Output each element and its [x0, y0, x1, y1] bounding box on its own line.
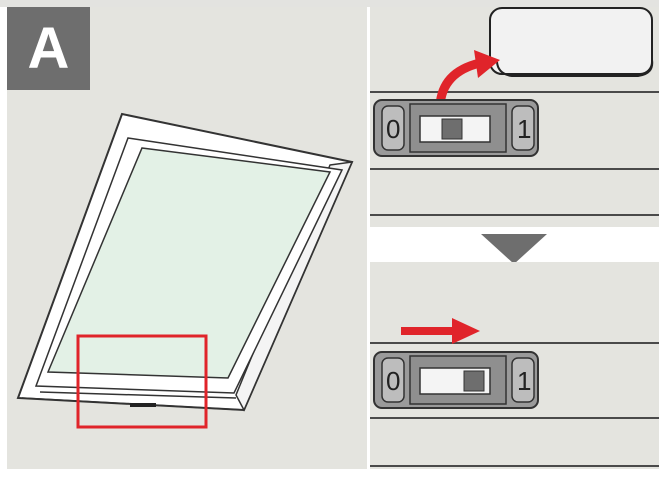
highlight-box — [76, 334, 208, 429]
divider-line — [370, 214, 659, 216]
divider-line — [370, 168, 659, 170]
switch-off-label: 0 — [386, 114, 401, 144]
divider-line — [370, 465, 659, 467]
down-triangle-icon — [481, 234, 547, 264]
switch-on-label: 1 — [517, 366, 532, 396]
switch-on-label: 1 — [517, 114, 532, 144]
switch-knob — [463, 370, 485, 392]
top-strip — [0, 0, 659, 7]
step-badge: A — [7, 7, 90, 90]
divider-line — [370, 91, 659, 93]
sill-line — [39, 391, 237, 399]
divider-line — [370, 342, 659, 344]
curved-arrow-head — [474, 50, 500, 78]
switch-off-label: 0 — [386, 366, 401, 396]
divider-line — [370, 417, 659, 419]
switch-knob — [441, 118, 463, 140]
control-bar — [130, 403, 156, 407]
window-glass — [46, 147, 332, 379]
